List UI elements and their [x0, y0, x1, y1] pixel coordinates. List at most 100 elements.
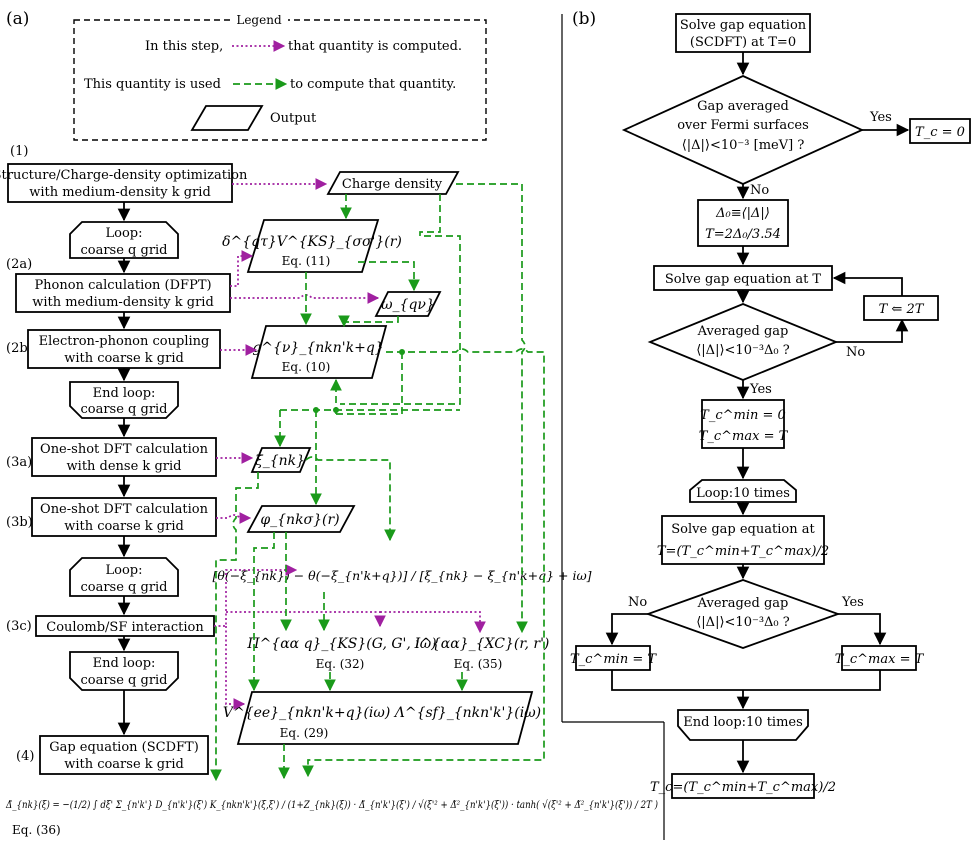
loop-q-box-1: Loop: coarse q grid: [69, 221, 179, 259]
svg-text:Averaged gap: Averaged gap: [697, 596, 789, 611]
svg-text:V^{ee}_{nkn'k+q}(iω) Λ^{sf}_: V^{ee}_{nkn'k+q}(iω) Λ^{sf}_{nkn'k'}(iω): [223, 705, 541, 721]
svg-text:with coarse k grid: with coarse k grid: [64, 351, 184, 366]
legend-used-text-2: to compute that quantity.: [290, 77, 456, 92]
svg-text:Phonon calculation (DFPT): Phonon calculation (DFPT): [34, 278, 211, 293]
dv-output: δ^{qτ}V^{KS}_{σσ'}(r) Eq. (11): [222, 219, 402, 273]
svg-text:Charge density: Charge density: [342, 177, 443, 192]
phi-output: φ_{nkσ}(r): [246, 505, 356, 533]
svg-text:g^{ν}_{nkn'k+q}: g^{ν}_{nkn'k+q}: [252, 340, 383, 356]
omega-output: ω_{qν}: [374, 291, 442, 317]
svg-text:φ_{nkσ}(r): φ_{nkσ}(r): [260, 512, 339, 528]
svg-text:coarse q grid: coarse q grid: [80, 243, 167, 258]
used-arrows: [210, 183, 545, 782]
svg-text:Loop:: Loop:: [106, 563, 143, 578]
oneshot-dense-box: One-shot DFT calculation with dense k gr…: [31, 437, 217, 477]
svg-text:Loop:10 times: Loop:10 times: [696, 486, 790, 501]
gap-equation-box: Gap equation (SCDFT) with coarse k grid: [39, 735, 209, 775]
svg-text:Δ₀≡⟨|Δ|⟩: Δ₀≡⟨|Δ|⟩: [715, 206, 770, 221]
svg-text:Solve gap equation: Solve gap equation: [680, 18, 807, 33]
svg-text:Eq. (32): Eq. (32): [316, 657, 365, 671]
xi-output: ξ_{nk}: [250, 447, 312, 473]
endloop-q-box-2: End loop: coarse q grid: [69, 651, 179, 691]
fraction-expression: [θ(−ξ_{nk}) − θ(−ξ_{n'k+q})] / [ξ_{nk} −…: [212, 568, 591, 583]
init-box: Δ₀≡⟨|Δ|⟩ T=2Δ₀/3.54: [697, 199, 789, 247]
svg-text:with medium-density k grid: with medium-density k grid: [32, 295, 214, 310]
no-label-2: No: [846, 345, 865, 360]
legend-output-text: Output: [270, 111, 317, 126]
coulomb-box: Coulomb/SF interaction: [35, 615, 215, 637]
svg-text:T=2Δ₀/3.54: T=2Δ₀/3.54: [705, 227, 781, 242]
svg-text:T_c=(T_c^min+T_c^max)/2: T_c=(T_c^min+T_c^max)/2: [650, 780, 836, 795]
svg-text:I^{αα}_{XC}(r, r'): I^{αα}_{XC}(r, r'): [414, 636, 550, 652]
oneshot-coarse-box: One-shot DFT calculation with coarse k g…: [31, 497, 217, 537]
vee-output: V^{ee}_{nkn'k+q}(iω) Λ^{sf}_{nkn'k'}(iω)…: [223, 691, 541, 745]
svg-text:Π^{αα q}_{KS}(G, G', iω): Π^{αα q}_{KS}(G, G', iω): [246, 636, 436, 652]
svg-text:(SCDFT) at T=0: (SCDFT) at T=0: [690, 35, 796, 50]
decision-1: Gap averaged over Fermi surfaces ⟨|Δ|⟩<1…: [621, 75, 865, 185]
svg-text:One-shot DFT calculation: One-shot DFT calculation: [40, 442, 209, 457]
elph-box: Electron-phonon coupling with coarse k g…: [27, 329, 221, 369]
decision-2: Averaged gap ⟨|Δ|⟩<10⁻³Δ₀ ?: [647, 303, 839, 381]
gap-formula: Δ̃_{nk}(ξ) = −(1/2) ∫ dξ' Σ_{n'k'} D_{n'…: [5, 799, 658, 837]
svg-text:Eq. (29): Eq. (29): [280, 726, 329, 740]
svg-text:with coarse k grid: with coarse k grid: [64, 757, 184, 772]
decision-3: Averaged gap ⟨|Δ|⟩<10⁻³Δ₀ ?: [645, 579, 841, 649]
svg-text:End loop:: End loop:: [93, 386, 156, 401]
svg-text:Loop:: Loop:: [106, 226, 143, 241]
tcmax-box: T_c^max = T: [835, 645, 925, 671]
pi-expression: Π^{αα q}_{KS}(G, G', iω) Eq. (32): [246, 636, 436, 671]
svg-text:T=(T_c^min+T_c^max)/2: T=(T_c^min+T_c^max)/2: [657, 544, 829, 559]
step-label-1: (1): [10, 144, 28, 159]
svg-text:Δ̃_{nk}(ξ) = −(1/2) ∫ dξ' Σ_{n: Δ̃_{nk}(ξ) = −(1/2) ∫ dξ' Σ_{n'k'} D_{n'…: [5, 799, 658, 811]
ixc-expression: I^{αα}_{XC}(r, r') Eq. (35): [414, 636, 550, 671]
svg-text:T_c^max = T: T_c^max = T: [699, 429, 789, 444]
svg-text:T_c^max = T: T_c^max = T: [835, 652, 925, 667]
svg-text:End loop:: End loop:: [93, 656, 156, 671]
svg-text:coarse q grid: coarse q grid: [80, 673, 167, 688]
svg-text:Coulomb/SF interaction: Coulomb/SF interaction: [46, 620, 204, 635]
svg-text:δ^{qτ}V^{KS}_{σσ'}(r): δ^{qτ}V^{KS}_{σσ'}(r): [222, 234, 402, 250]
svg-text:Eq. (36): Eq. (36): [12, 823, 61, 837]
svg-text:T_c^min = T: T_c^min = T: [570, 652, 657, 667]
solve-t-box: Solve gap equation at T: [653, 265, 833, 291]
legend-computed-text: In this step,: [145, 39, 223, 54]
result-box: T_c=(T_c^min+T_c^max)/2: [650, 773, 836, 799]
svg-text:Solve gap equation at T: Solve gap equation at T: [665, 272, 822, 287]
tc-zero-box: T_c = 0: [909, 118, 971, 144]
legend-output-shape: [190, 105, 264, 131]
step-label-3b: (3b): [6, 515, 33, 530]
svg-text:ξ_{nk}: ξ_{nk}: [255, 453, 305, 469]
svg-text:Averaged gap: Averaged gap: [697, 324, 789, 339]
svg-text:with coarse k grid: with coarse k grid: [64, 519, 184, 534]
svg-text:Gap averaged: Gap averaged: [697, 99, 789, 114]
svg-text:Solve gap equation at: Solve gap equation at: [671, 522, 815, 537]
step-label-4: (4): [16, 749, 34, 764]
loop-q-box-2: Loop: coarse q grid: [69, 557, 179, 597]
loop-10-box: Loop:10 times: [689, 479, 797, 503]
svg-text:with dense k grid: with dense k grid: [67, 459, 182, 474]
svg-text:⟨|Δ|⟩<10⁻³ [meV] ?: ⟨|Δ|⟩<10⁻³ [meV] ?: [682, 138, 805, 153]
svg-text:T_c = 0: T_c = 0: [915, 125, 965, 140]
svg-text:T ⇐ 2T: T ⇐ 2T: [879, 302, 925, 317]
yes-label-2: Yes: [749, 382, 772, 397]
legend-computed-text-2: that quantity is computed.: [288, 39, 462, 54]
legend-title: Legend: [236, 13, 282, 27]
svg-text:Eq. (10): Eq. (10): [282, 360, 331, 374]
step-label-3a: (3a): [6, 455, 32, 470]
solve-t0-box: Solve gap equation (SCDFT) at T=0: [675, 13, 811, 53]
svg-text:End loop:10 times: End loop:10 times: [683, 715, 803, 730]
legend: Legend In this step, that quantity is co…: [73, 13, 487, 141]
svg-text:Electron-phonon coupling: Electron-phonon coupling: [39, 334, 210, 349]
svg-text:Eq. (11): Eq. (11): [282, 254, 331, 268]
svg-text:⟨|Δ|⟩<10⁻³Δ₀ ?: ⟨|Δ|⟩<10⁻³Δ₀ ?: [696, 343, 790, 358]
svg-text:Gap equation (SCDFT): Gap equation (SCDFT): [49, 740, 199, 755]
g-output: g^{ν}_{nkn'k+q} Eq. (10): [250, 325, 388, 379]
svg-text:ω_{qν}: ω_{qν}: [381, 297, 435, 313]
solve-mid-box: Solve gap equation at T=(T_c^min+T_c^max…: [657, 515, 829, 565]
panel-label-a: (a): [6, 9, 29, 29]
svg-text:Structure/Charge-density optim: Structure/Charge-density optimization: [0, 168, 248, 183]
no-label-3: No: [628, 595, 647, 610]
svg-text:coarse q grid: coarse q grid: [80, 580, 167, 595]
bounds-box: T_c^min = 0 T_c^max = T: [699, 399, 789, 449]
